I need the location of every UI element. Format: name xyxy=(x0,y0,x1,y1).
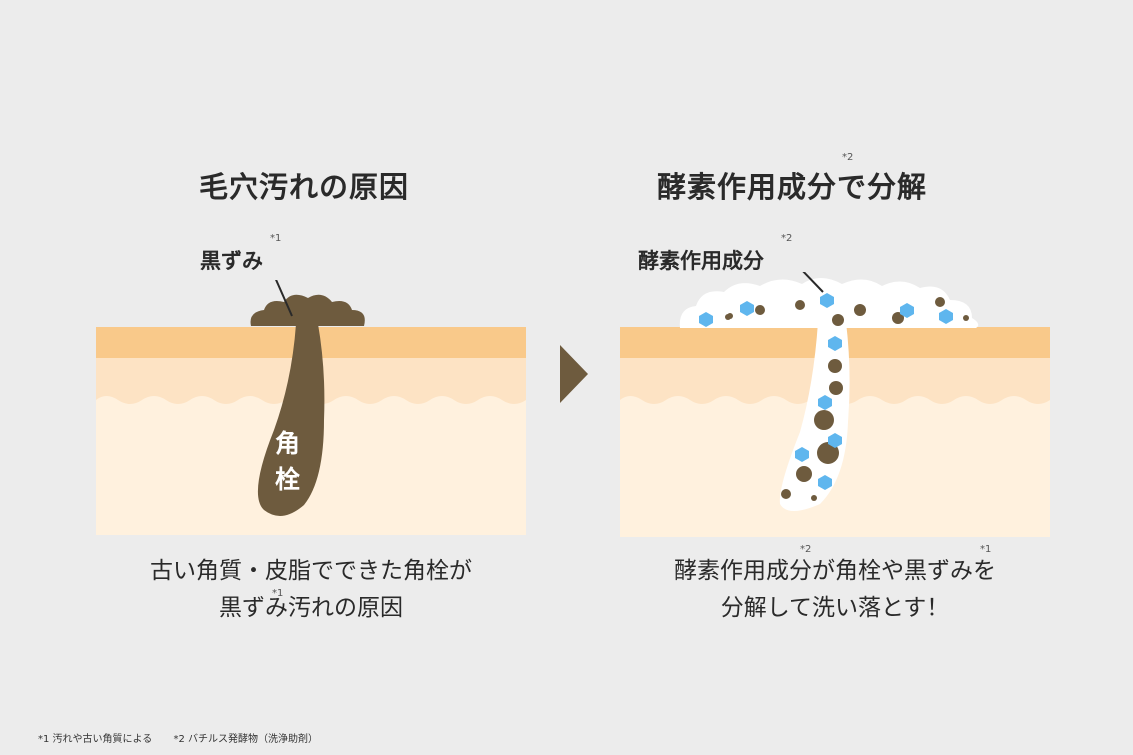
arrow-right-icon xyxy=(560,345,588,403)
enzyme-label: 酵素作用成分 xyxy=(638,249,764,273)
sebum-plug-shape xyxy=(257,324,325,516)
enzyme-label-ref: *2 xyxy=(781,233,793,244)
right-caption-ref2: *1 xyxy=(980,544,992,555)
pore-clog-illustration xyxy=(96,280,526,535)
enzyme-cleansing-illustration xyxy=(620,272,1050,537)
right-caption-line1: 酵素作用成分が角栓や黒ずみを xyxy=(674,558,996,584)
blackhead-label-ref: *1 xyxy=(270,233,282,244)
right-title-ref: *2 xyxy=(842,152,854,163)
footnotes: *1 汚れや古い角質による *2 バチルス発酵物（洗浄助剤） xyxy=(38,730,336,745)
dirt-particles xyxy=(725,297,969,501)
right-caption-line2: 分解して洗い落とす！ xyxy=(720,595,950,621)
left-panel-title: 毛穴汚れの原因 xyxy=(199,170,410,204)
enzyme-particles xyxy=(699,293,953,490)
plug-label-2: 栓 xyxy=(275,465,301,494)
footnote-2: *2 バチルス発酵物（洗浄助剤） xyxy=(173,734,318,745)
blackhead-shape xyxy=(250,294,365,326)
left-caption: 古い角質・皮脂でできた角栓が 黒ずみ汚れの原因 xyxy=(96,553,526,627)
left-caption-line1: 古い角質・皮脂でできた角栓が xyxy=(150,558,472,584)
enzyme-pointer-line xyxy=(802,272,824,293)
blackhead-pointer-line xyxy=(275,280,293,317)
right-caption: 酵素作用成分が角栓や黒ずみを 分解して洗い落とす！ xyxy=(620,553,1050,627)
right-caption-ref1: *2 xyxy=(800,544,812,555)
left-caption-line2: 黒ずみ汚れの原因 xyxy=(219,595,403,621)
plug-label-1: 角 xyxy=(275,429,301,458)
left-caption-ref: *1 xyxy=(272,588,284,599)
right-panel-title: 酵素作用成分で分解 xyxy=(657,170,928,204)
footnote-1: *1 汚れや古い角質による xyxy=(38,734,153,745)
blackhead-label: 黒ずみ xyxy=(200,249,263,273)
